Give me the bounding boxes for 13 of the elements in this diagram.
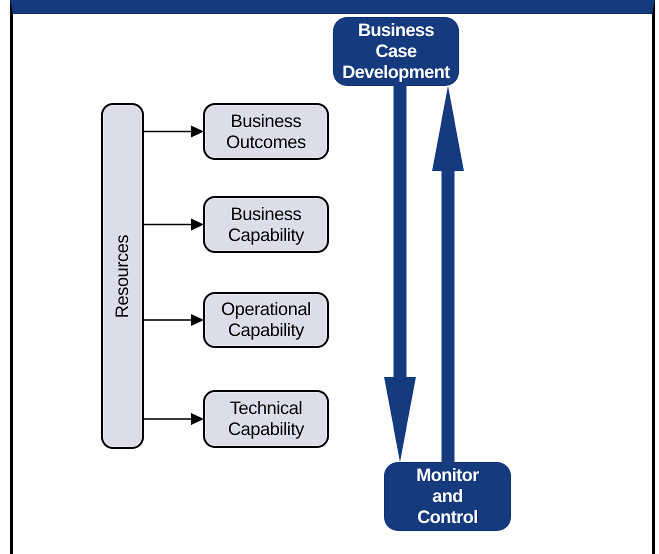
process-box: Business Capability xyxy=(203,196,329,253)
arrow xyxy=(144,413,204,425)
process-box: Business Outcomes xyxy=(203,103,329,160)
process-box: Technical Capability xyxy=(203,390,329,448)
process-box: Monitor and Control xyxy=(384,462,511,531)
arrow xyxy=(144,314,204,326)
arrow xyxy=(384,86,416,462)
arrow xyxy=(144,218,204,230)
arrow xyxy=(144,126,204,138)
process-box: Operational Capability xyxy=(203,292,329,348)
process-box: Business Case Development xyxy=(333,17,459,86)
resources-bar: Resources xyxy=(101,103,144,449)
arrow xyxy=(432,86,464,462)
